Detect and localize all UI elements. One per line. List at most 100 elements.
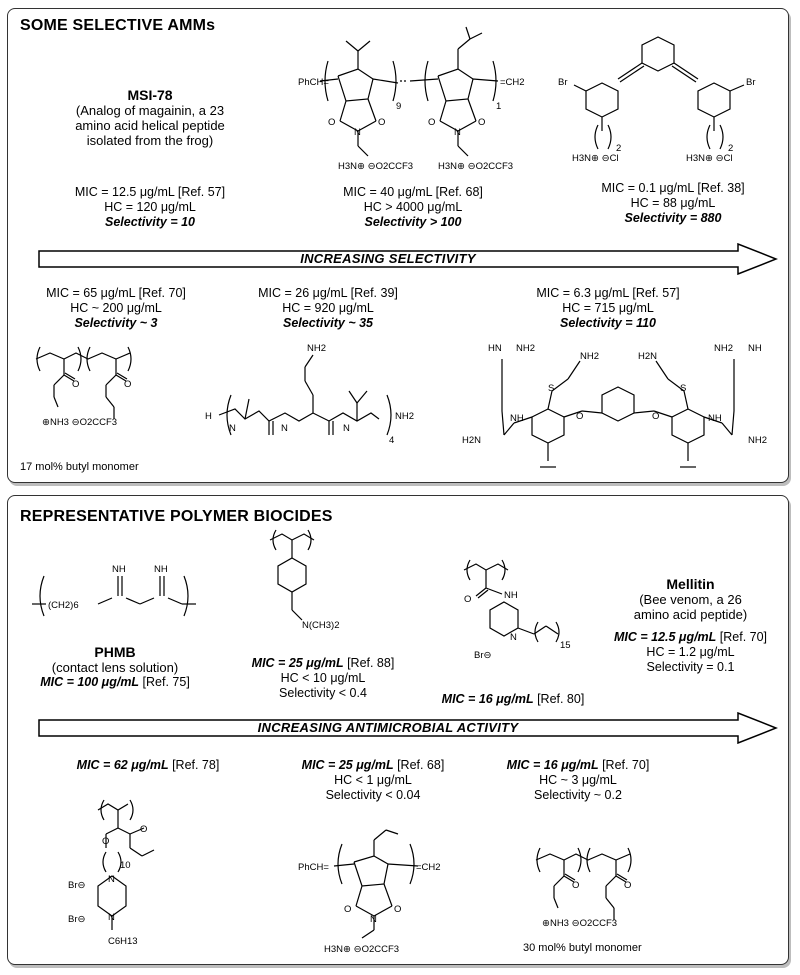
subscript-1: 1: [496, 101, 501, 112]
selectivity-value: Selectivity = 110: [559, 316, 656, 330]
styrene-amine-structure: N(CH3)2: [269, 529, 339, 631]
nh2-label: NH2: [748, 435, 767, 446]
ref: [Ref. 70]: [716, 630, 768, 644]
ammonium-tfa-label: H3N⊕ ⊖O2CCF3: [438, 161, 513, 172]
piperazinium-data: MIC = 62 μg/mL [Ref. 78]: [48, 758, 248, 773]
s-label: S: [680, 383, 686, 394]
subscript-2: 2: [616, 143, 621, 154]
subscript-4: 4: [389, 435, 394, 446]
selectivity-value: Selectivity = 10: [105, 215, 195, 229]
nh-label: NH: [154, 564, 168, 575]
piperazinium-structure: O O 10 Br⊖ Br⊖ N N C6H13: [68, 799, 155, 947]
arrow-label: INCREASING SELECTIVITY: [300, 251, 476, 266]
h-label: H: [205, 411, 212, 422]
mic-value: MIC = 65 μg/mL [Ref. 70]: [46, 286, 186, 300]
mic-value: MIC = 25 μg/mL: [301, 758, 394, 772]
phmb-block: PHMB (contact lens solution) MIC = 100 μ…: [20, 644, 210, 690]
o-label: O: [576, 411, 583, 422]
n-label: N: [354, 127, 361, 138]
mellitin-block: Mellitin (Bee venom, a 26 amino acid pep…: [593, 576, 788, 675]
nh2-label: NH2: [516, 343, 535, 354]
phmb-name: PHMB: [94, 644, 136, 660]
h2n-label: H2N: [638, 351, 657, 362]
o-label: O: [102, 836, 109, 847]
msi78-desc-3: isolated from the frog): [86, 133, 214, 148]
ammonium-chloride-label: H3N⊕ ⊖Cl: [686, 153, 733, 164]
nh2-label: NH2: [714, 343, 733, 354]
s-label: S: [548, 383, 554, 394]
mic-value: MIC = 62 μg/mL: [76, 758, 169, 772]
subscript-9: 9: [396, 101, 401, 112]
msi78-desc-2: amino acid helical peptide: [75, 118, 225, 133]
subscript-15: 15: [560, 640, 571, 651]
phch-label: PhCH=: [298, 862, 329, 873]
nh-label: NH: [708, 413, 722, 424]
hc-value: HC < 1 μg/mL: [334, 773, 412, 787]
ch2-end-label: =CH2: [500, 77, 525, 88]
o-label: O: [378, 117, 385, 128]
o-label: O: [394, 904, 401, 915]
o-label: O: [328, 117, 335, 128]
subscript-2: 2: [728, 143, 733, 154]
subscript-10: 10: [120, 860, 131, 871]
selectivity-value: Selectivity ~ 0.2: [534, 788, 622, 802]
o-label: O: [572, 880, 579, 891]
br-label: Br: [558, 77, 568, 88]
ref: [Ref. 70]: [598, 758, 650, 772]
hc-value: HC < 10 μg/mL: [280, 671, 366, 685]
hc-value: HC = 88 μg/mL: [630, 196, 716, 210]
ammonium-tfa-label: ⊕NH3 ⊖O2CCF3: [42, 417, 117, 428]
n-label: N: [454, 127, 461, 138]
hc-value: HC = 120 μg/mL: [104, 200, 196, 214]
o-label: O: [464, 594, 471, 605]
ammonium-chloride-label: H3N⊕ ⊖Cl: [572, 153, 619, 164]
ref: [Ref. 78]: [168, 758, 220, 772]
phch-label: PhCH=: [298, 77, 329, 88]
mic-value: MIC = 40 μg/mL [Ref. 68]: [343, 185, 483, 199]
increasing-selectivity-arrow: INCREASING SELECTIVITY: [38, 243, 778, 275]
msi78-name: MSI-78: [127, 87, 173, 103]
nh-label: NH: [112, 564, 126, 575]
selectivity-value: Selectivity ~ 3: [74, 316, 158, 330]
hexyl-label: C6H13: [108, 936, 138, 947]
n-label: N: [229, 423, 236, 434]
imide-monomer-structure: PhCH= =CH2 O O N H3N⊕ ⊖O2CCF3: [298, 829, 441, 955]
o-label: O: [652, 411, 659, 422]
mic-value: MIC = 16 μg/mL: [506, 758, 599, 772]
msi78-data: MIC = 12.5 μg/mL [Ref. 57] HC = 120 μg/m…: [50, 185, 250, 230]
nh2-label: NH2: [395, 411, 414, 422]
increasing-activity-arrow: INCREASING ANTIMICROBIAL ACTIVITY: [38, 712, 778, 744]
hc-value: HC = 1.2 μg/mL: [646, 645, 735, 659]
hc-value: HC ~ 200 μg/mL: [70, 301, 162, 315]
imide-monomer-data: MIC = 25 μg/mL [Ref. 68] HC < 1 μg/mL Se…: [273, 758, 473, 803]
mic-value: MIC = 16 μg/mL: [441, 692, 534, 706]
o-label: O: [624, 880, 631, 891]
mic-value: MIC = 25 μg/mL: [251, 656, 344, 670]
acrylate-30-structure: O O ⊕NH3 ⊖O2CCF3: [535, 847, 632, 929]
beta-peptide-structure: H N N N NH2 4 NH2: [205, 343, 414, 446]
selectivity-value: Selectivity < 0.04: [325, 788, 421, 802]
n-label: N: [343, 423, 350, 434]
imide-polymer-data: MIC = 40 μg/mL [Ref. 68] HC > 4000 μg/mL…: [313, 185, 513, 230]
hc-value: HC > 4000 μg/mL: [363, 200, 463, 214]
ch2-end-label: =CH2: [416, 862, 441, 873]
o-label: O: [140, 824, 147, 835]
hc-value: HC ~ 3 μg/mL: [539, 773, 617, 787]
bis-arylethynyl-structure: Br Br 2 2 H3N⊕ ⊖Cl H3N⊕ ⊖Cl: [558, 36, 756, 164]
br-label: Br: [746, 77, 756, 88]
selectivity-value: Selectivity = 0.1: [646, 660, 735, 674]
nh-label: NH: [504, 590, 518, 601]
styrene-amine-data: MIC = 25 μg/mL [Ref. 88] HC < 10 μg/mL S…: [223, 656, 423, 701]
selectivity-value: Selectivity = 880: [624, 211, 722, 225]
mic-value: MIC = 6.3 μg/mL [Ref. 57]: [536, 286, 680, 300]
ref: [Ref. 75]: [139, 675, 190, 689]
o-label: O: [344, 904, 351, 915]
mic-value: MIC = 26 μg/mL [Ref. 39]: [258, 286, 398, 300]
hc-value: HC = 715 μg/mL: [562, 301, 654, 315]
ref: [Ref. 80]: [533, 692, 585, 706]
pyridinium-structure: O NH N 15 Br⊖: [463, 559, 571, 661]
bromide-label: Br⊖: [68, 880, 86, 891]
mic-value: MIC = 12.5 μg/mL [Ref. 57]: [74, 185, 226, 199]
nh-label: NH: [510, 413, 524, 424]
acrylate-30-data: MIC = 16 μg/mL [Ref. 70] HC ~ 3 μg/mL Se…: [478, 758, 678, 803]
